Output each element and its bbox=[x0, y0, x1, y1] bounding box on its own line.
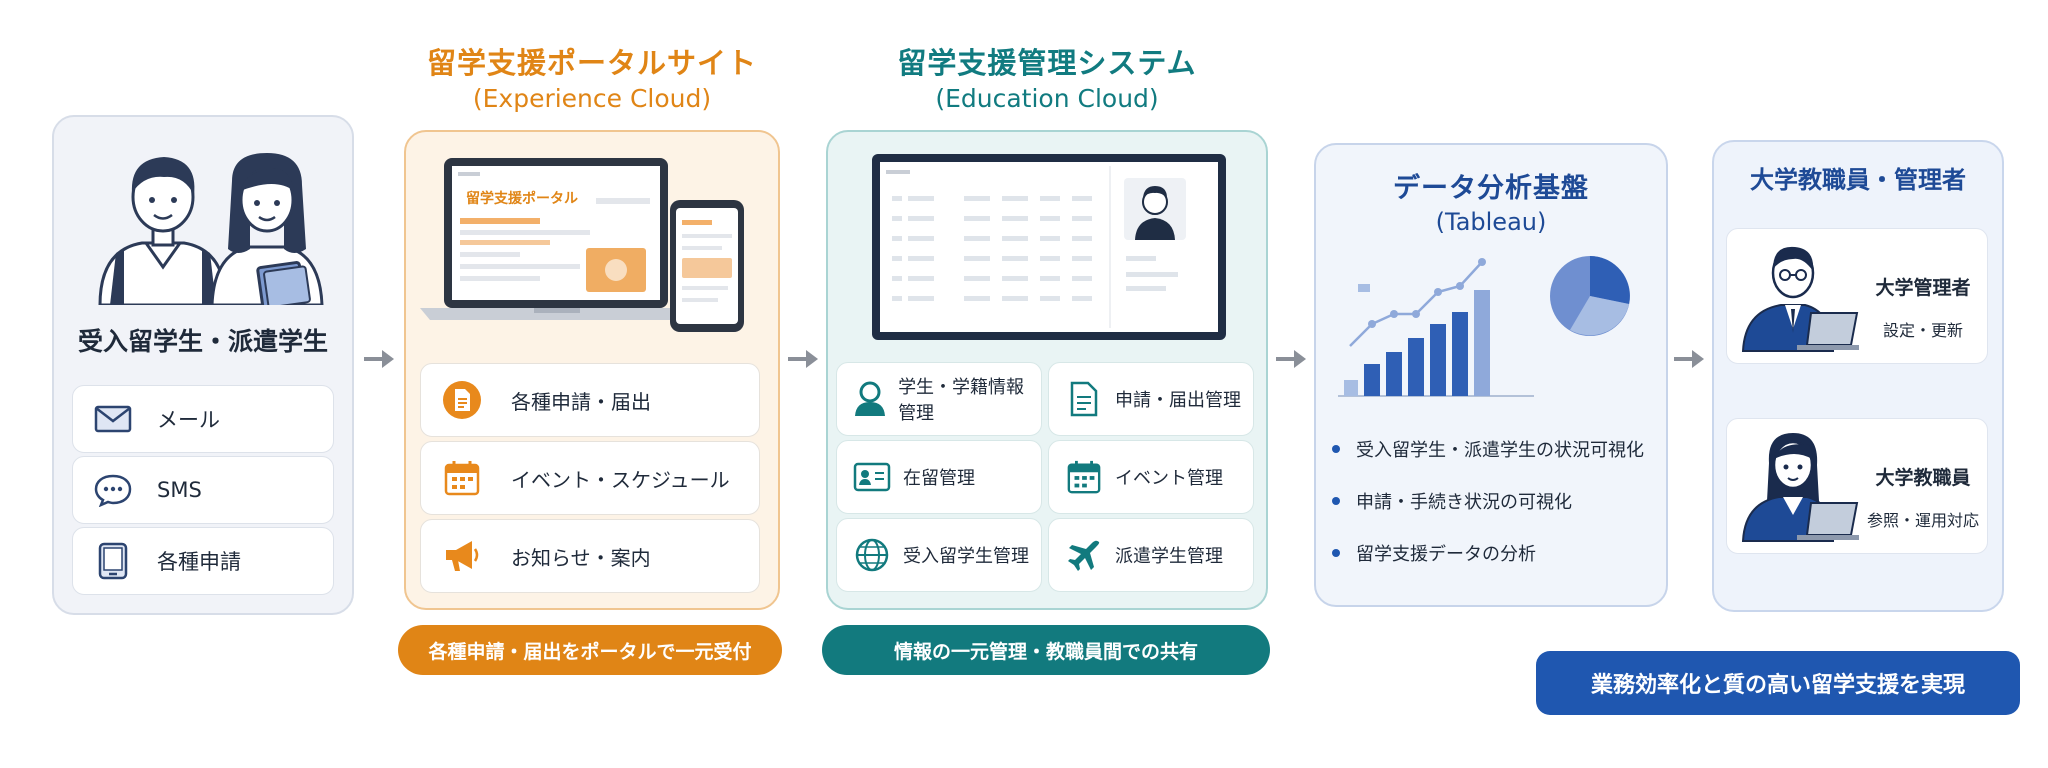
analytics-title: データ分析基盤 bbox=[1393, 173, 1589, 204]
portal-feature-news: お知らせ・案内 bbox=[420, 519, 760, 593]
staff-role-faculty: 大学教職員 参照・運用対応 bbox=[1726, 418, 1988, 554]
channel-label: 各種申請 bbox=[157, 550, 241, 574]
portal-tagline: 各種申請・届出をポータルで一元受付 bbox=[398, 625, 782, 675]
faculty-person-icon bbox=[1741, 433, 1859, 542]
staff-title: 大学教職員・管理者 bbox=[1750, 166, 1966, 194]
system-subtitle: (Education Cloud) bbox=[935, 84, 1159, 113]
staff-role-name: 大学管理者 bbox=[1875, 277, 1971, 299]
conclusion-banner: 業務効率化と質の高い留学支援を実現 bbox=[1536, 651, 2020, 715]
airplane-icon bbox=[1063, 534, 1105, 576]
megaphone-icon bbox=[441, 535, 483, 577]
person-icon bbox=[851, 378, 888, 420]
portal-title: 留学支援ポータルサイト bbox=[426, 46, 757, 80]
portal-screen-title: 留学支援ポータル bbox=[466, 191, 578, 207]
feature-label: イベント・スケジュール bbox=[511, 467, 730, 492]
feature-label: 学生・学籍情報管理 bbox=[898, 377, 1025, 424]
system-feature-residence: 在留管理 bbox=[836, 440, 1042, 514]
staff-role-action: 設定・更新 bbox=[1882, 321, 1963, 340]
arrow-right-icon bbox=[1276, 350, 1306, 368]
students-illustration-icon bbox=[98, 153, 324, 305]
staff-role-action: 参照・運用対応 bbox=[1866, 511, 1979, 530]
analytics-subtitle: (Tableau) bbox=[1435, 208, 1547, 236]
channel-sms: SMS bbox=[72, 456, 334, 524]
mail-icon bbox=[93, 399, 133, 439]
globe-icon bbox=[851, 534, 893, 576]
system-title: 留学支援管理システム bbox=[897, 46, 1197, 80]
portal-subtitle: (Experience Cloud) bbox=[472, 84, 712, 113]
channel-application: 各種申請 bbox=[72, 527, 334, 595]
arrow-right-icon bbox=[1674, 350, 1704, 368]
feature-label: 申請・届出管理 bbox=[1115, 390, 1241, 411]
feature-label: 各種申請・届出 bbox=[511, 389, 651, 414]
id-card-icon bbox=[851, 456, 893, 498]
staff-role-admin: 大学管理者 設定・更新 bbox=[1726, 228, 1988, 364]
system-feature-inbound-students: 受入留学生管理 bbox=[836, 518, 1042, 592]
calendar-icon bbox=[441, 457, 483, 499]
feature-label: 在留管理 bbox=[903, 468, 975, 489]
feature-label: 派遣学生管理 bbox=[1115, 546, 1223, 567]
chat-bubble-icon bbox=[93, 470, 133, 510]
admin-person-icon bbox=[1741, 246, 1859, 352]
channel-label: SMS bbox=[157, 478, 202, 502]
arrow-right-icon bbox=[788, 350, 818, 368]
portal-feature-events: イベント・スケジュール bbox=[420, 441, 760, 515]
document-icon bbox=[441, 379, 483, 421]
feature-label: お知らせ・案内 bbox=[511, 545, 651, 570]
students-title: 受入留学生・派遣学生 bbox=[77, 327, 328, 356]
channel-label: メール bbox=[157, 408, 220, 432]
tablet-icon bbox=[93, 541, 133, 581]
channel-mail: メール bbox=[72, 385, 334, 453]
document-icon bbox=[1063, 378, 1105, 420]
staff-role-name: 大学教職員 bbox=[1875, 467, 1971, 489]
analytics-point: 申請・手続き状況の可視化 bbox=[1332, 488, 1572, 514]
feature-label: イベント管理 bbox=[1115, 468, 1223, 489]
portal-devices-illustration bbox=[420, 158, 744, 332]
analytics-point: 受入留学生・派遣学生の状況可視化 bbox=[1332, 436, 1644, 462]
calendar-icon bbox=[1063, 456, 1105, 498]
system-dashboard-illustration bbox=[872, 154, 1226, 340]
arrow-right-icon bbox=[364, 350, 394, 368]
feature-label: 受入留学生管理 bbox=[903, 546, 1029, 567]
system-tagline: 情報の一元管理・教職員間での共有 bbox=[822, 625, 1270, 675]
analytics-point: 留学支援データの分析 bbox=[1332, 540, 1536, 566]
system-feature-student-info: 学生・学籍情報管理 bbox=[836, 362, 1042, 436]
portal-feature-application: 各種申請・届出 bbox=[420, 363, 760, 437]
analytics-chart-illustration bbox=[1338, 256, 1630, 397]
system-feature-outbound-students: 派遣学生管理 bbox=[1048, 518, 1254, 592]
system-feature-event-mgmt: イベント管理 bbox=[1048, 440, 1254, 514]
system-feature-application-mgmt: 申請・届出管理 bbox=[1048, 362, 1254, 436]
